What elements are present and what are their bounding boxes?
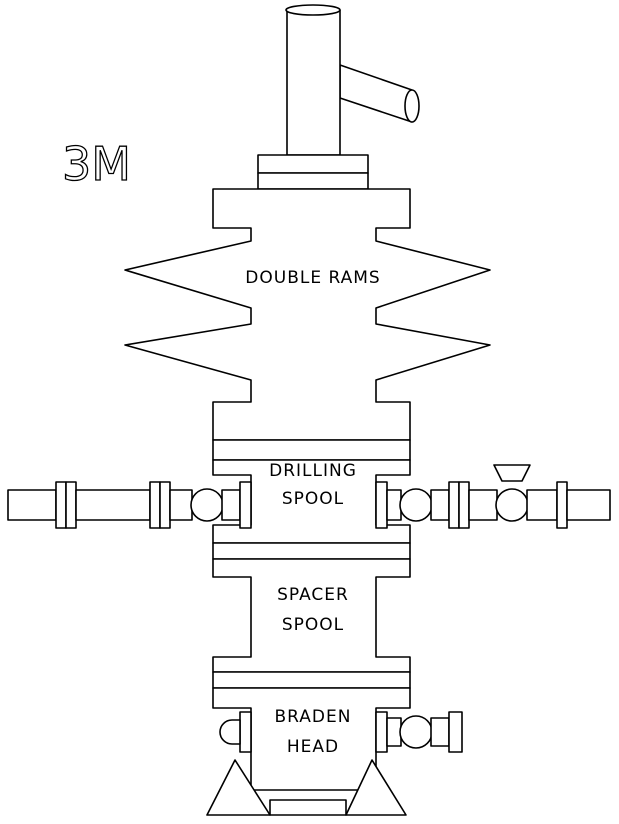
- choke-line-valve-1: [399, 488, 433, 522]
- choke-line-outlet-flange: [375, 481, 388, 529]
- choke-line-spool-nipple: [386, 489, 402, 521]
- braden-head-label-2: HEAD: [287, 737, 339, 757]
- nipple-opening: [285, 4, 341, 16]
- drilling-spool-bottom-flange: [212, 542, 411, 560]
- braden-head-left-outlet-flange: [239, 711, 252, 753]
- nipple-body: [286, 10, 341, 156]
- kill-line: [7, 481, 252, 529]
- braden-head-right-outlet-flange: [375, 711, 388, 753]
- drilling-spool-label-2: SPOOL: [282, 489, 344, 509]
- spacer-spool-label-2: SPOOL: [282, 615, 344, 635]
- braden-head-left-cap: [219, 719, 241, 745]
- kill-line-pipe-end: [7, 489, 57, 521]
- drilling-spool-top-flange: [212, 439, 411, 461]
- choke-line-nipple-1: [430, 489, 450, 521]
- flow-line-opening: [404, 89, 420, 123]
- kill-line-valve: [190, 488, 224, 522]
- choke-line-flange-1: [448, 481, 460, 529]
- pressure-rating-label: 3M: [62, 137, 131, 191]
- choke-line-nipple-3: [526, 489, 558, 521]
- choke-line: [375, 464, 611, 529]
- kill-line-flange-1: [55, 481, 67, 529]
- nipple-flange-upper: [257, 154, 369, 174]
- braden-head: BRADEN HEAD: [206, 671, 463, 816]
- braden-head-flange: [212, 671, 411, 689]
- braden-head-label-1: BRADEN: [275, 707, 352, 727]
- braden-head-right-leg: [345, 759, 407, 816]
- choke-line-valve-2: [495, 488, 529, 522]
- choke-line-pipe-end: [566, 489, 611, 521]
- choke-line-valve-actuator: [493, 464, 531, 482]
- kill-line-outlet-flange: [239, 481, 252, 529]
- kill-line-nipple: [169, 489, 193, 521]
- double-rams-label: DOUBLE RAMS: [245, 268, 380, 288]
- flow-line-pipe: [339, 64, 413, 123]
- choke-line-flange-2: [458, 481, 470, 529]
- braden-head-valve: [399, 715, 433, 749]
- braden-head-base-plate: [269, 799, 347, 816]
- double-rams: DOUBLE RAMS: [124, 188, 491, 441]
- kill-line-flange-4: [159, 481, 171, 529]
- braden-head-valve-nipple: [430, 717, 450, 747]
- spacer-spool-label-1: SPACER: [277, 585, 349, 605]
- braden-head-valve-flange: [448, 711, 463, 753]
- choke-line-nipple-2: [468, 489, 498, 521]
- braden-head-left-leg: [206, 759, 271, 816]
- drilling-spool: DRILLING SPOOL: [212, 439, 411, 560]
- braden-head-right-nipple: [386, 717, 402, 747]
- kill-line-spool-nipple: [221, 489, 241, 521]
- spacer-spool: SPACER SPOOL: [212, 558, 411, 673]
- kill-line-flange-2: [65, 481, 77, 529]
- kill-line-pipe: [75, 489, 151, 521]
- kill-line-flange-3: [149, 481, 161, 529]
- nipple-flange-lower: [257, 172, 369, 190]
- choke-line-flange-3: [556, 481, 568, 529]
- drilling-spool-label-1: DRILLING: [269, 461, 357, 481]
- bell-nipple: [257, 4, 420, 190]
- double-rams-body: [124, 188, 491, 441]
